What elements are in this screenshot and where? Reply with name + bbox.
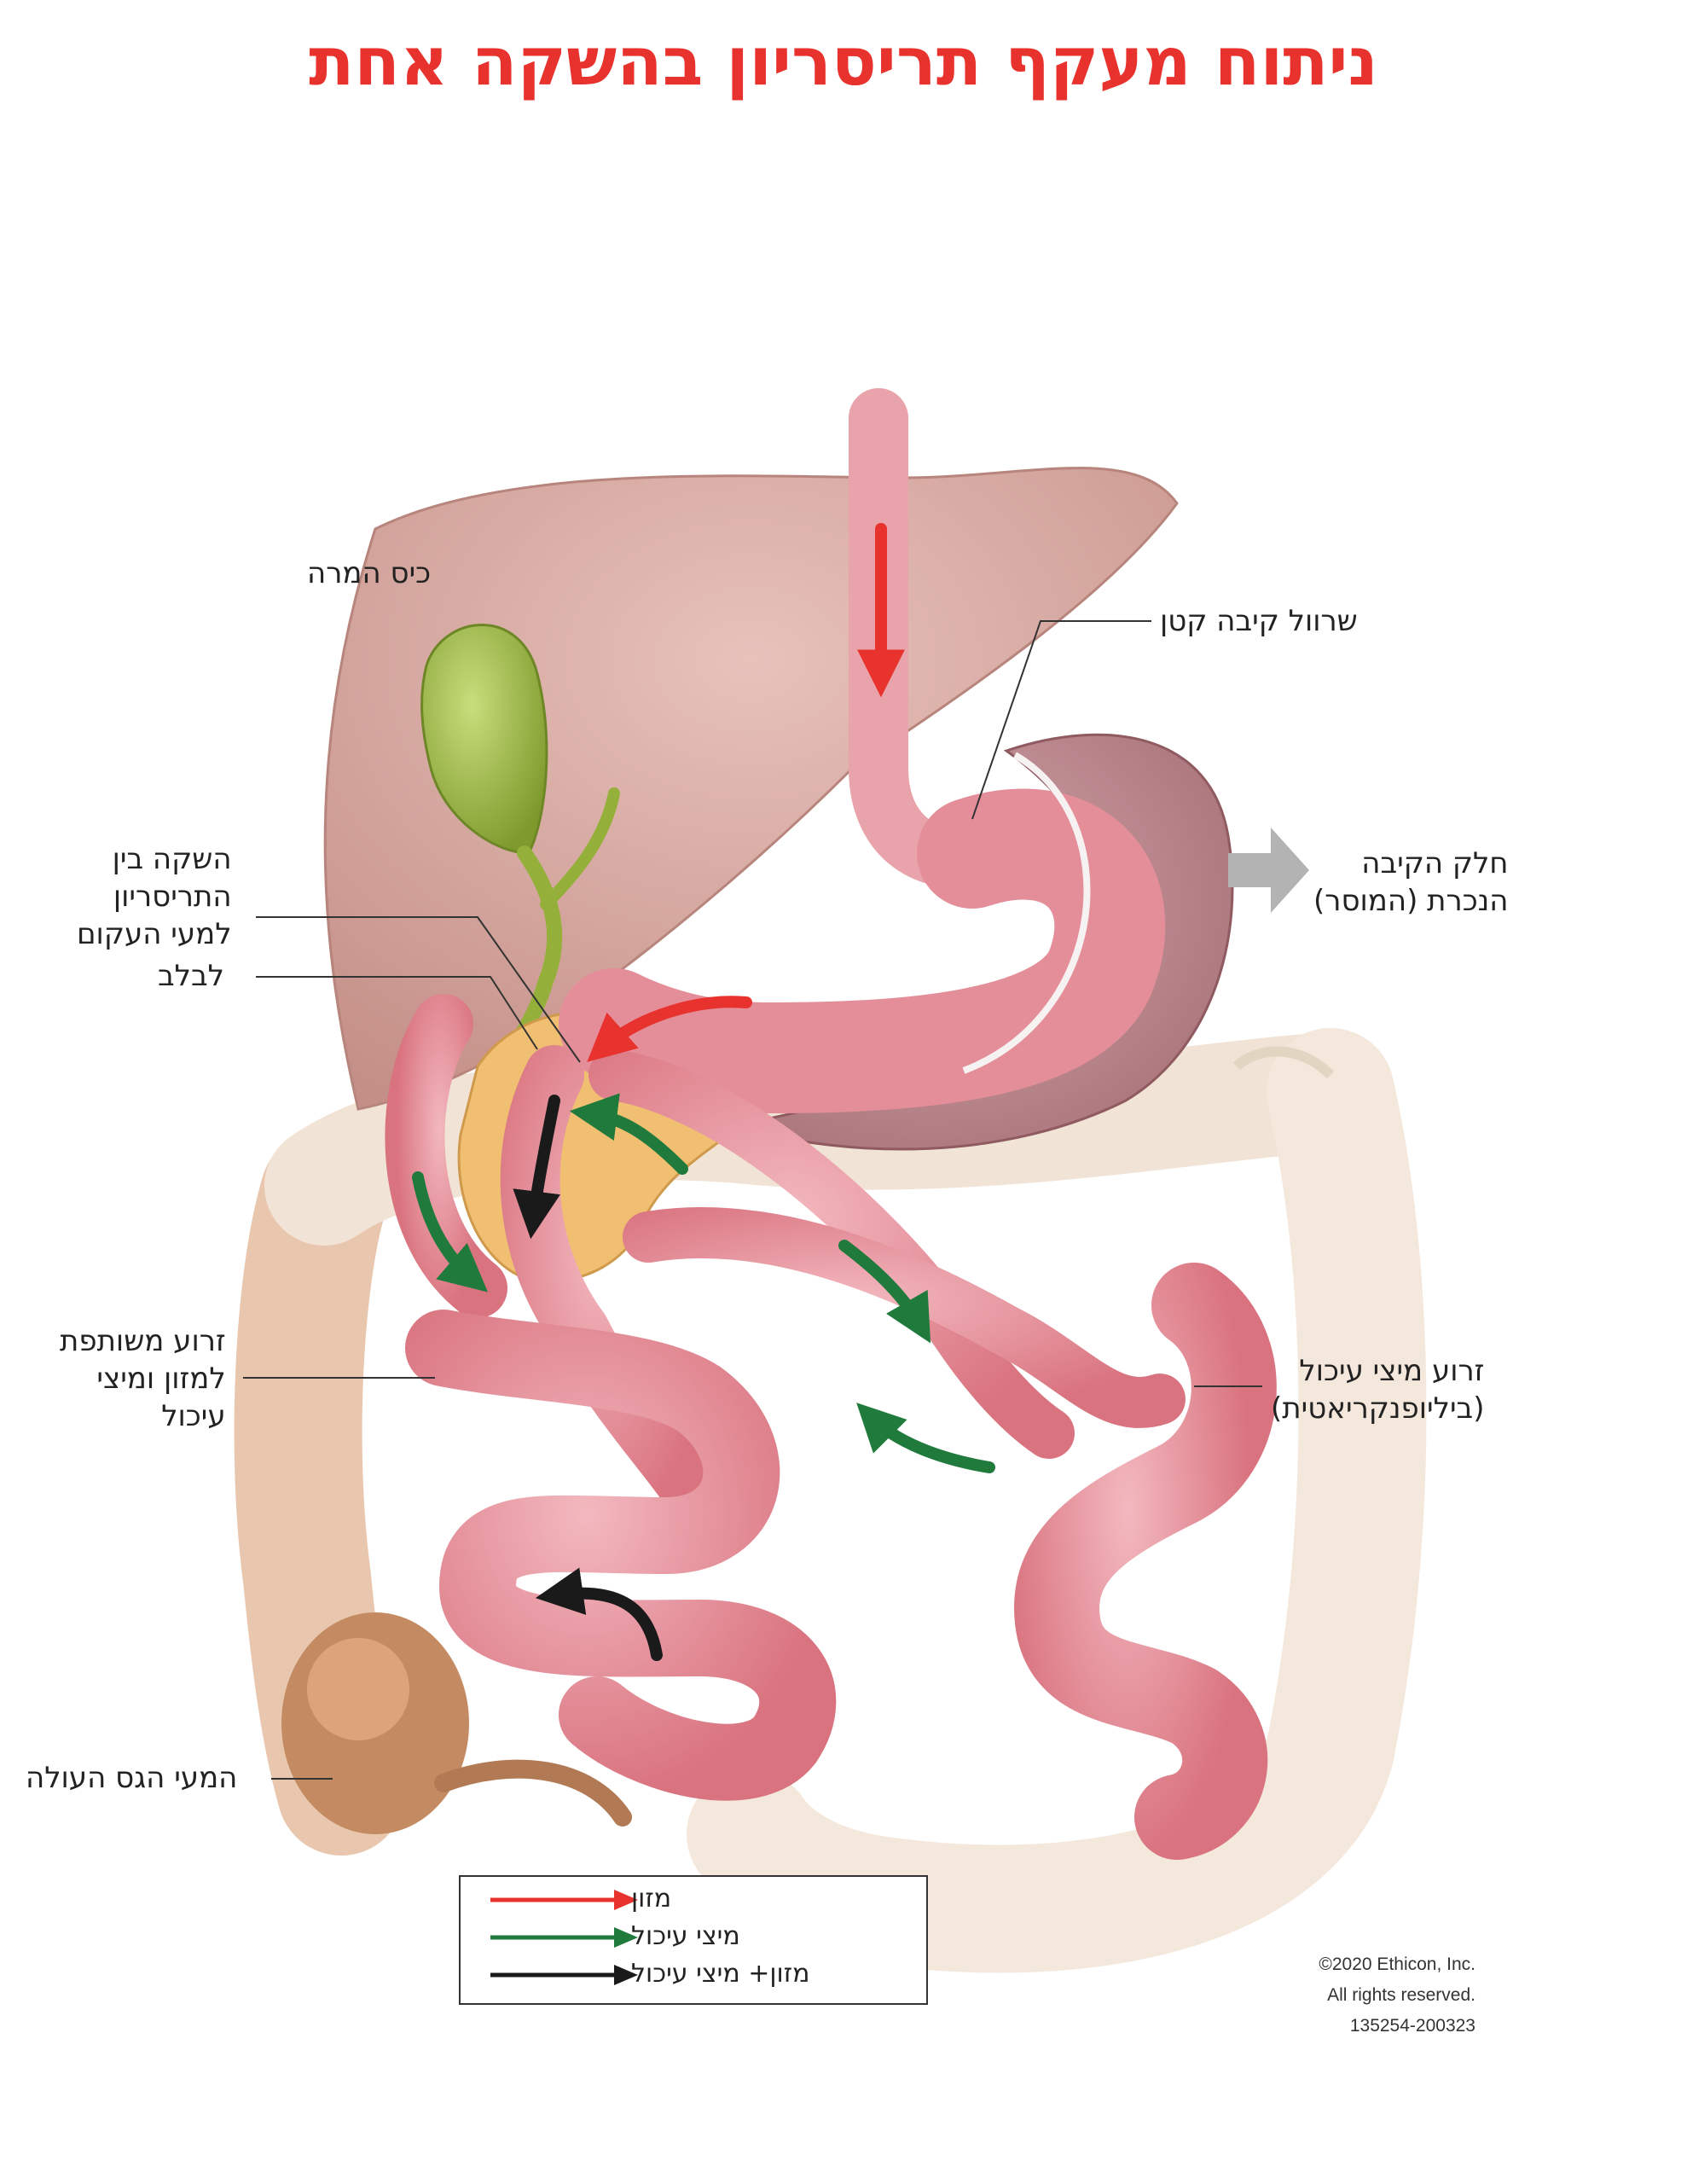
label-common-limb: זרוע משותפת למזון ומיצי עיכול xyxy=(60,1324,226,1433)
label-biliopancreatic-limb: זרוע מיצי עיכול (ביליופנקריאטית) xyxy=(1271,1354,1485,1426)
mixed-arrow xyxy=(513,1095,560,1240)
sleeve-stomach xyxy=(559,388,1166,1114)
copyright: ©2020 Ethicon, Inc. All rights reserved.… xyxy=(1319,1955,1475,2036)
legend-arrow-icon xyxy=(490,1965,638,1985)
legend-arrow-icon xyxy=(490,1890,638,1910)
legend-item-food: מזון xyxy=(461,1882,926,1916)
leader-lines xyxy=(243,620,1262,1780)
removed-arrow xyxy=(1228,828,1309,913)
juices-arrow xyxy=(412,1171,489,1292)
label-colon: המעי הגס העולה xyxy=(26,1761,238,1795)
juices-arrow xyxy=(856,1403,995,1473)
label-gallbladder: כיס המרה xyxy=(307,556,432,590)
label-pancreas: לבלב xyxy=(158,959,224,993)
legend-item-juices: מיצי עיכול xyxy=(461,1920,926,1954)
food-arrow xyxy=(587,996,752,1062)
mixed-arrow xyxy=(535,1567,663,1661)
legend: מזון מיצי עיכול מזון+ מיצי עיכול xyxy=(459,1875,928,2005)
legend-arrow-icon xyxy=(490,1927,638,1948)
label-resected-stomach: חלק הקיבה הנכרת (המוסר) xyxy=(1313,846,1509,918)
label-anastomosis: השקה בין התריסריון למעי העקום xyxy=(77,842,232,951)
flow-arrows xyxy=(412,523,995,1661)
juices-arrow xyxy=(569,1093,688,1175)
page-title: ניתוח מעקף תריסריון בהשקה אחת xyxy=(309,24,1378,101)
juices-arrow xyxy=(838,1240,931,1344)
gallbladder xyxy=(420,624,620,1125)
legend-item-mixed: מזון+ מיצי עיכול xyxy=(461,1957,926,1991)
label-small-sleeve: שרוול קיבה קטן xyxy=(1160,604,1358,638)
